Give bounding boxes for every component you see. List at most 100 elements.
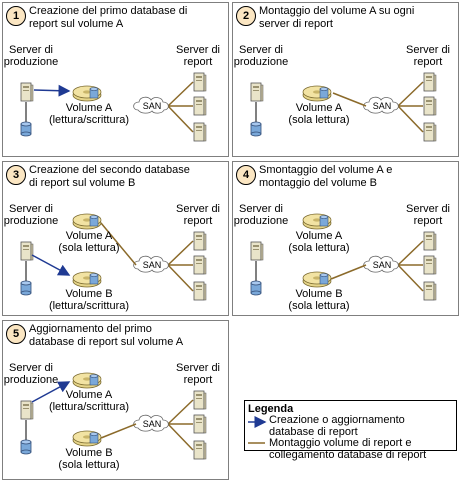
step-3-title-line1: Creazione del secondo database: [29, 164, 190, 176]
report-server-icon: [193, 440, 207, 460]
san-label: SAN: [142, 260, 162, 270]
san-link: [167, 423, 194, 451]
step-4-title-line2: montaggio del volume B: [259, 177, 378, 189]
production-server-label: produzione: [3, 374, 59, 386]
san-label: SAN: [372, 260, 392, 270]
san-label: SAN: [372, 101, 392, 111]
step-4-title-line1: Smontaggio del volume A e: [259, 164, 393, 176]
step-1-badge: 1: [6, 6, 26, 26]
step-4-badge: 4: [236, 165, 256, 185]
production-server-label: Server di: [8, 44, 54, 56]
volume-b-icon: [302, 271, 332, 288]
step-2-title-line1: Montaggio del volume A su ogni: [259, 5, 415, 17]
step-5-title-line1: Aggiornamento del primo: [29, 323, 152, 335]
san-link: [167, 240, 194, 266]
legend-item-1-line1: Creazione o aggiornamento: [269, 414, 405, 426]
report-server-icon: [193, 231, 207, 251]
san-link: [167, 399, 194, 425]
legend-box: [244, 400, 457, 451]
report-servers-label: report: [183, 56, 213, 68]
report-servers-label: Server di: [175, 203, 221, 215]
volume-b-status: (sola lettura): [58, 459, 120, 471]
step-5-badge: 5: [6, 324, 26, 344]
legend-item-2-line1: Montaggio volume di report e: [269, 437, 412, 449]
volume-a-label: Volume A: [65, 102, 113, 114]
mount-link: [332, 92, 367, 107]
report-server-icon: [193, 122, 207, 142]
report-server-icon: [193, 72, 207, 92]
san-label: SAN: [142, 419, 162, 429]
panel-3-frame: [2, 161, 229, 316]
production-server-label: produzione: [233, 56, 289, 68]
volume-a-label: Volume A: [65, 230, 113, 242]
report-servers-label: Server di: [175, 362, 221, 374]
volume-a-status: (sola lettura): [58, 242, 120, 254]
volume-a-label: Volume A: [65, 389, 113, 401]
panel-5-frame: [2, 320, 229, 480]
report-servers-label: report: [413, 215, 443, 227]
volume-b-icon: [72, 430, 102, 447]
report-servers-label: report: [183, 374, 213, 386]
panel-1-frame: [2, 2, 229, 157]
volume-a-icon: [72, 85, 102, 102]
report-servers-label: Server di: [405, 203, 451, 215]
production-server-label: Server di: [238, 203, 284, 215]
mount-link-b: [100, 423, 137, 439]
step-3-badge: 3: [6, 165, 26, 185]
production-server-icon: [20, 82, 34, 102]
volume-a-status: (lettura/scrittura): [48, 114, 130, 126]
report-server-icon: [423, 122, 437, 142]
report-server-icon: [423, 72, 437, 92]
report-servers-label: Server di: [405, 44, 451, 56]
legend-title: Legenda: [248, 403, 294, 415]
step-5-title-line2: database di report sul volume A: [29, 336, 184, 348]
volume-a-label: Volume A: [295, 102, 343, 114]
volume-b-status: (sola lettura): [288, 300, 350, 312]
production-server-label: produzione: [3, 215, 59, 227]
production-server-label: Server di: [238, 44, 284, 56]
step-1-title-line2: report sul volume A: [29, 18, 124, 30]
volume-b-label: Volume B: [295, 288, 343, 300]
report-servers-label: report: [183, 215, 213, 227]
panel-4-frame: [232, 161, 459, 316]
volume-a-status: (sola lettura): [288, 114, 350, 126]
production-server-label: Server di: [8, 203, 54, 215]
production-server-label: produzione: [233, 215, 289, 227]
step-3-title-line2: di report sul volume B: [29, 177, 136, 189]
mount-link-a: [100, 222, 137, 266]
volume-b-label: Volume B: [65, 288, 113, 300]
san-link: [397, 105, 424, 133]
report-server-icon: [193, 390, 207, 410]
volume-b-icon: [72, 271, 102, 288]
production-server-label: produzione: [3, 56, 59, 68]
write-arrow: [31, 254, 71, 276]
production-server-icon: [250, 82, 264, 102]
report-servers-label: report: [413, 56, 443, 68]
report-server-icon: [423, 231, 437, 251]
san-link: [167, 81, 194, 107]
report-servers-label: Server di: [175, 44, 221, 56]
report-server-icon: [193, 281, 207, 301]
san-link: [167, 105, 194, 133]
step-2-badge: 2: [236, 6, 256, 26]
san-link: [397, 81, 424, 107]
write-arrow: [31, 381, 71, 403]
legend-item-1-line2: database di report: [269, 426, 358, 438]
volume-a-status: (lettura/scrittura): [48, 401, 130, 413]
step-2-title-line2: server di report: [259, 18, 333, 30]
report-server-icon: [423, 281, 437, 301]
san-link: [167, 264, 194, 292]
volume-a-status: (sola lettura): [288, 242, 350, 254]
volume-b-label: Volume B: [65, 447, 113, 459]
san-link: [397, 240, 424, 266]
san-link: [397, 264, 424, 292]
production-server-label: Server di: [8, 362, 54, 374]
san-label: SAN: [142, 101, 162, 111]
panel-2-frame: [232, 2, 459, 157]
write-arrow: [33, 84, 71, 97]
step-1-title-line1: Creazione del primo database di: [29, 5, 188, 17]
mount-link-b: [330, 264, 367, 280]
